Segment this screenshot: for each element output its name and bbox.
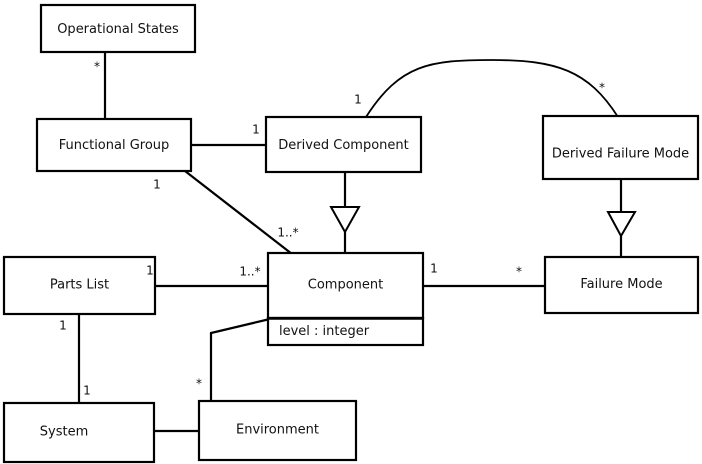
- generalization-triangle-icon: [329, 206, 361, 235]
- class-box-environment[interactable]: Environment: [197, 399, 358, 462]
- class-name-parts-list: Parts List: [50, 278, 109, 293]
- multiplicity-label-failure-mode-left: *: [516, 265, 522, 279]
- multiplicity-label-parts-list-right: 1: [146, 264, 154, 278]
- class-name-derived-component: Derived Component: [278, 138, 409, 153]
- generalization-component-to-derived-component[interactable]: [329, 172, 361, 253]
- multiplicity-label-environment-top: *: [196, 377, 202, 391]
- multiplicity-label-derived-component-left: 1: [252, 123, 260, 137]
- class-name-environment: Environment: [236, 423, 319, 438]
- multiplicity-label-operational-states: *: [94, 60, 100, 74]
- multiplicity-label-arc-left: 1: [354, 93, 362, 107]
- class-box-system[interactable]: System: [2, 401, 156, 464]
- class-attribute-component-level: level : integer: [279, 324, 370, 339]
- class-box-operational-states[interactable]: Operational States: [39, 3, 197, 54]
- class-name-component: Component: [308, 278, 383, 293]
- class-box-derived-component[interactable]: Derived Component: [264, 115, 423, 174]
- generalization-triangle-icon: [606, 211, 637, 239]
- association-functional-group-component[interactable]: [184, 170, 293, 255]
- multiplicity-label-system-top: 1: [83, 384, 91, 398]
- class-box-derived-failure-mode[interactable]: Derived Failure Mode: [541, 114, 700, 181]
- class-name-functional-group: Functional Group: [59, 138, 170, 153]
- multiplicity-label-functional-group-bottom: 1: [153, 178, 161, 192]
- class-box-functional-group[interactable]: Functional Group: [35, 117, 193, 173]
- association-derived-component-derived-failure-mode[interactable]: [365, 59, 619, 118]
- multiplicity-label-component-left: 1..*: [239, 265, 260, 279]
- multiplicity-label-arc-right: *: [599, 81, 605, 95]
- class-box-component[interactable]: Component level : integer: [266, 251, 425, 347]
- multiplicity-label-component-right: 1: [430, 262, 438, 276]
- generalization-failure-mode-to-derived-failure-mode[interactable]: [606, 179, 637, 257]
- class-name-failure-mode: Failure Mode: [580, 277, 662, 292]
- association-environment-component[interactable]: [209, 317, 271, 401]
- class-name-derived-failure-mode: Derived Failure Mode: [552, 147, 689, 162]
- class-name-system: System: [40, 425, 88, 440]
- multiplicity-label-component-upper-left: 1..*: [277, 226, 298, 240]
- class-box-parts-list[interactable]: Parts List: [2, 255, 157, 316]
- multiplicity-label-parts-list-bottom: 1: [59, 319, 67, 333]
- class-name-operational-states: Operational States: [57, 22, 179, 37]
- class-box-failure-mode[interactable]: Failure Mode: [543, 255, 700, 315]
